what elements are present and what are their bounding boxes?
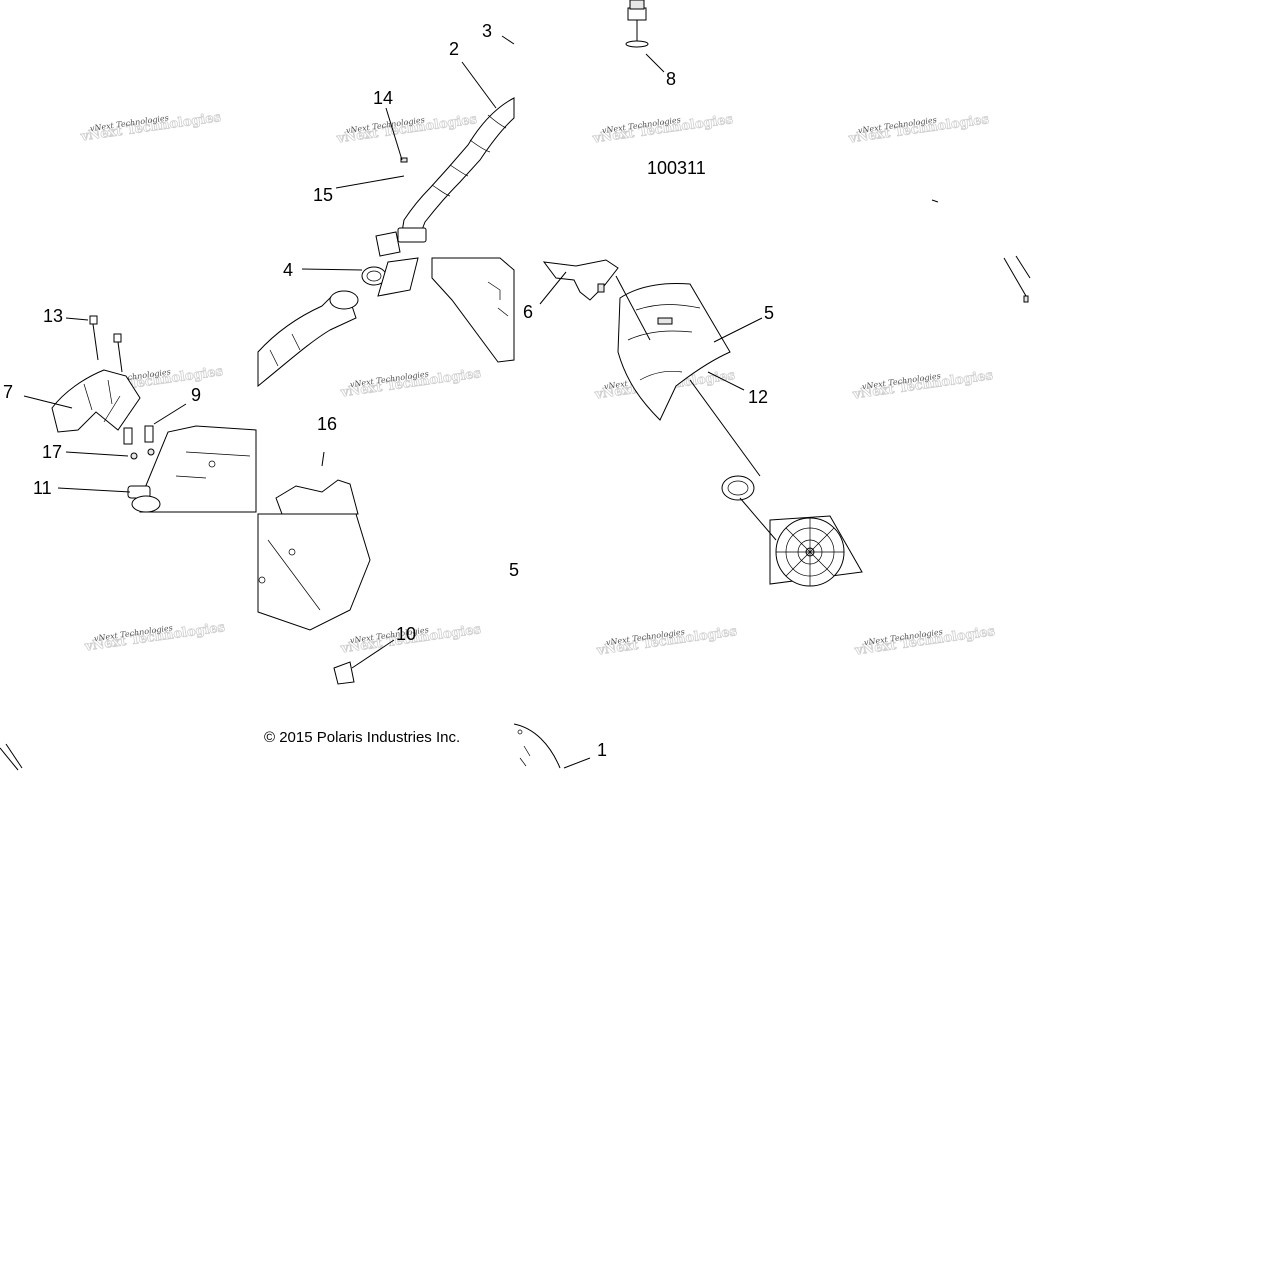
watermark: vNext Technologies vNext Technologies — [79, 110, 223, 145]
callout-13: 13 — [43, 306, 63, 326]
part-muffler-left — [127, 425, 257, 513]
callout-14: 14 — [373, 88, 393, 108]
watermark: vNext Technologies vNext Technologies — [595, 624, 739, 659]
callout-5-lower: 5 — [509, 560, 519, 580]
part-fragments — [0, 35, 1031, 771]
callout-17: 17 — [42, 442, 62, 462]
callout-15: 15 — [313, 185, 333, 205]
callout-16: 16 — [317, 414, 337, 434]
callout-12: 12 — [748, 387, 768, 407]
callout-5: 5 — [764, 303, 774, 323]
part-bolts — [89, 315, 123, 373]
part-clamp — [361, 257, 419, 297]
part-heat-shield-16 — [275, 451, 359, 515]
watermark: vNext Technologies vNext Technologies — [591, 112, 735, 147]
watermark: vNext Technologies vNext Technologies — [847, 112, 991, 147]
leader-lines — [23, 53, 777, 769]
watermark: vNext Technologies vNext Technologies — [335, 112, 479, 147]
callout-6: 6 — [523, 302, 533, 322]
callout-3: 3 — [482, 21, 492, 41]
watermarks: vNext Technologies vNext Technologies vN… — [79, 110, 997, 659]
part-valve-stem — [625, 0, 649, 48]
part-muffler-lower — [257, 513, 371, 685]
part-mount-bracket — [51, 369, 141, 433]
part-bracket-6 — [542, 259, 619, 301]
part-muffler-body — [431, 257, 515, 363]
part-drawings — [0, 0, 1031, 771]
part-head-pipe — [375, 97, 515, 257]
callout-1: 1 — [597, 740, 607, 760]
callout-7: 7 — [3, 382, 13, 402]
callout-11: 11 — [33, 478, 52, 498]
watermark: vNext Technologies vNext Technologies — [853, 624, 997, 659]
watermark: vNext Technologies vNext Technologies — [851, 368, 995, 403]
copyright-notice: © 2015 Polaris Industries Inc. — [264, 729, 460, 746]
callouts: 1 2 3 4 5 5 6 7 8 9 10 11 12 13 14 15 16… — [3, 21, 774, 760]
part-end-cap — [721, 475, 863, 587]
callout-4: 4 — [283, 260, 293, 280]
watermark: vNext Technologies vNext Technologies — [339, 366, 483, 401]
part-mid-pipe — [257, 290, 359, 388]
callout-8: 8 — [666, 69, 676, 89]
part-heat-shield — [617, 282, 731, 421]
callout-9: 9 — [191, 385, 201, 405]
callout-10: 10 — [396, 624, 416, 644]
part-spacers — [123, 425, 155, 460]
drawing-number: 100311 — [647, 158, 706, 178]
watermark: vNext Technologies vNext Technologies — [83, 620, 227, 655]
callout-2: 2 — [449, 39, 459, 59]
